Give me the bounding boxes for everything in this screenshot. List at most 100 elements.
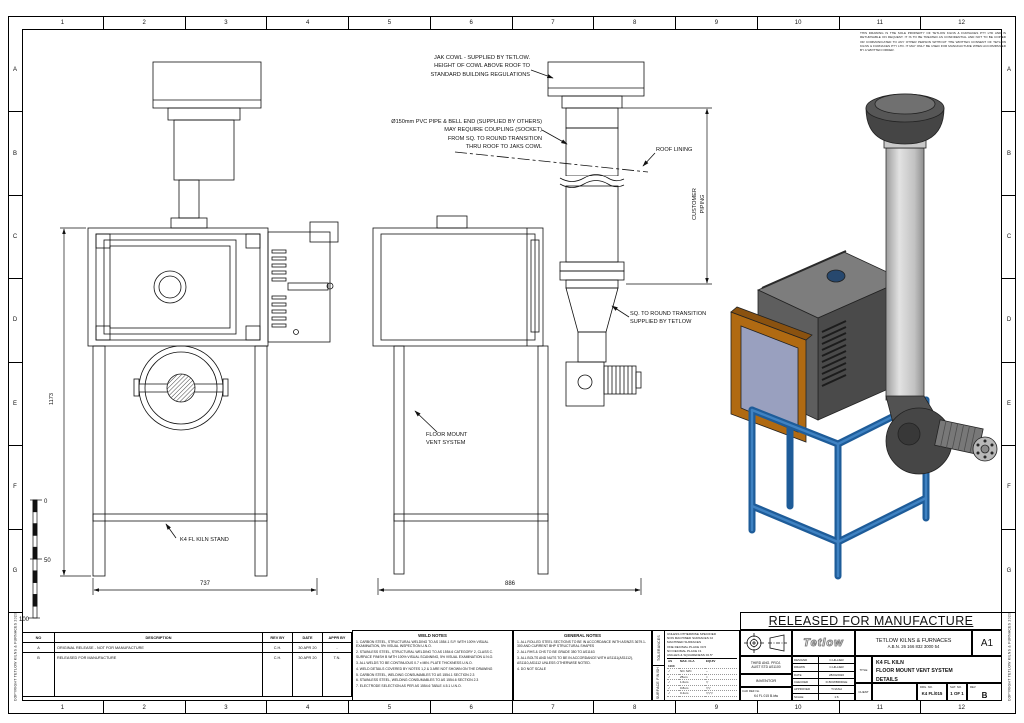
drg-no-label: DRG. NO. <box>920 685 933 689</box>
company-abn: A.B.N. 26 166 832 3000 54 <box>887 643 940 649</box>
projection-text-cell: THIRD ANG. PROJ. AUST STD AS1100 <box>740 656 792 674</box>
side-view <box>372 61 712 595</box>
surface-value: 25um <box>679 675 705 681</box>
dim-737: 737 <box>199 581 210 587</box>
zone-label: E <box>8 363 22 447</box>
field-row: DATE 28/04/2020 <box>793 671 854 679</box>
note-item: 5. CARBON STEEL, WELDING CONSUMABLES TO … <box>356 672 475 677</box>
revision-table: NO DESCRIPTION REV BY DATE APPR BY A ORI… <box>22 632 352 697</box>
sht-no-value: 1 OF 1 <box>950 691 964 696</box>
scale-mark-0: 0 <box>44 499 48 505</box>
revision-row: B RELEASED FOR MANUFACTURE C.H. 30 APR 2… <box>23 653 351 662</box>
projection-symbol-cell <box>740 630 792 656</box>
cad-ref-label: CAD REF No <box>742 688 760 693</box>
zone-label: 3 <box>186 16 268 29</box>
note-item: 2. ALL RHS & CHS TO BE GRADE 350 TO AS11… <box>517 650 595 655</box>
third-angle-projection-icon <box>744 633 787 653</box>
zone-label: A <box>8 29 22 113</box>
field-row: SCALE 1:6 <box>794 693 839 700</box>
title-block: RELEASED FOR MANUFACTURE Tetlow TETLOW K… <box>740 612 1002 701</box>
tolerance-line: MACHINED SURFACES <box>667 640 702 645</box>
zone-label: 9 <box>676 701 758 714</box>
revision-empty-rows <box>23 662 351 696</box>
surface-symbol: ✓ <box>667 680 679 686</box>
rev-value: B <box>981 691 988 700</box>
zone-label: 8 <box>594 701 676 714</box>
general-notes-list: 1. ALL ROLLED STEEL SECTIONS TO BE IN AC… <box>517 640 648 671</box>
annotation-pvc-pipe: Ø150mm PVC PIPE & BELL END (SUPPLIED BY … <box>391 119 542 151</box>
roof-line <box>454 151 649 173</box>
zone-label: 2 <box>104 16 186 29</box>
surface-finish-rows: ✓ NO. M/C ~ ✓ 25um ≈ ✓ 1.6um ▽ ✓ 0.8um ▽… <box>667 669 737 697</box>
surface-finish-label: SURFACE FINISH <box>656 666 661 700</box>
sheet-size: A1 <box>972 630 1002 656</box>
note-item: 2. STAINLESS STEEL, STRUCTURAL WELDING T… <box>356 650 494 659</box>
zone-label: 4 <box>267 16 349 29</box>
zone-label: 11 <box>840 16 922 29</box>
note-item: 6. STAINLESS STEEL, WELDING CONSUMABLES … <box>356 678 479 683</box>
tolerance-block: TOLERANCES SURFACE FINISH UNLESS OTHERWI… <box>652 630 740 701</box>
zone-label: 1 <box>22 701 104 714</box>
customer-piping-dim <box>622 107 712 285</box>
zone-label: G <box>1002 530 1016 613</box>
zone-label: 10 <box>758 16 840 29</box>
zone-label: 12 <box>958 19 965 26</box>
cad-ref-value: K4 FL 015 B.idw <box>753 693 779 698</box>
surface-equiv: ▽▽ <box>705 686 737 692</box>
surface-value: NO. M/C <box>679 669 705 675</box>
kiln-door-panel <box>740 325 799 433</box>
rev-cell: REV B <box>967 683 1002 701</box>
surface-symbol: ✓ <box>667 675 679 681</box>
zone-label: F <box>1002 446 1016 530</box>
general-notes: GENERAL NOTES 1. ALL ROLLED STEEL SECTIO… <box>513 630 652 701</box>
scale-bar <box>28 499 42 619</box>
title-label-cell: TITLE <box>855 656 872 683</box>
tolerance-line: NON MACHINED SURFACES ±2 <box>667 636 714 641</box>
zone-label: F <box>8 446 22 530</box>
zone-label: 2 <box>104 701 186 714</box>
annotation-customer-piping: CUSTOMER PIPING <box>692 188 706 220</box>
zone-label: E <box>1002 363 1016 447</box>
dim-1173: 1173 <box>49 392 56 406</box>
zone-label: 6 <box>431 16 513 29</box>
note-item: 3. ALL WELDS TO BE CONTINUOUS 0.7 x MIN.… <box>356 660 473 665</box>
zone-label: D <box>1002 279 1016 363</box>
annotation-roof-lining: ROOF LINING <box>656 147 693 153</box>
tolerance-line: ANGLES & SQUARENESS ±0.5° <box>667 652 713 657</box>
pvc-pipe-leader <box>541 129 568 145</box>
zone-label: 10 <box>758 701 840 714</box>
title-line: FLOOR MOUNT VENT SYSTEM <box>876 668 953 675</box>
roof-leader <box>642 152 656 167</box>
surface-symbol: ✓ <box>667 691 679 697</box>
disclaimer-text: THIS DRAWING IS THE SOLE PROPERTY OF TET… <box>860 31 1006 53</box>
company-name: TETLOW KILNS & FURNACES <box>875 637 952 644</box>
surface-value: 0.4um <box>679 691 705 697</box>
sq-transition-leader <box>611 305 630 318</box>
note-item: 3. ALL BOLTS AND NUTS TO BE IN ACCORDANC… <box>517 656 634 665</box>
sht-no-cell: SHT. NO. 1 OF 1 <box>947 683 967 701</box>
iso-view <box>730 93 998 580</box>
field-row: DESIGND C.HILLIER <box>793 657 854 665</box>
kiln-door-top <box>730 306 813 341</box>
released-banner: RELEASED FOR MANUFACTURE <box>740 612 1002 630</box>
dim-737-lines <box>92 578 318 595</box>
zone-label: C <box>1002 196 1016 280</box>
drg-no-cell: DRG. NO. K4 FL/015 <box>917 683 947 701</box>
surface-equiv: ~ <box>705 669 737 675</box>
zone-label: B <box>1002 112 1016 196</box>
weld-notes: WELD NOTES 1. CARBON STEEL, STRUCTURAL W… <box>352 630 513 701</box>
scale-mark-50: 50 <box>44 558 51 564</box>
drg-no-value: K4 FL/015 <box>921 691 943 696</box>
title-line: DETAILS <box>876 676 898 683</box>
field-row: CHECKED D.BOWBRIDGE <box>793 678 854 687</box>
tetlow-logo: Tetlow <box>792 630 855 656</box>
company-cell: TETLOW KILNS & FURNACES A.B.N. 26 166 83… <box>855 630 972 656</box>
scale-mark-100: 100 <box>19 617 30 623</box>
zone-label: 7 <box>513 701 595 714</box>
